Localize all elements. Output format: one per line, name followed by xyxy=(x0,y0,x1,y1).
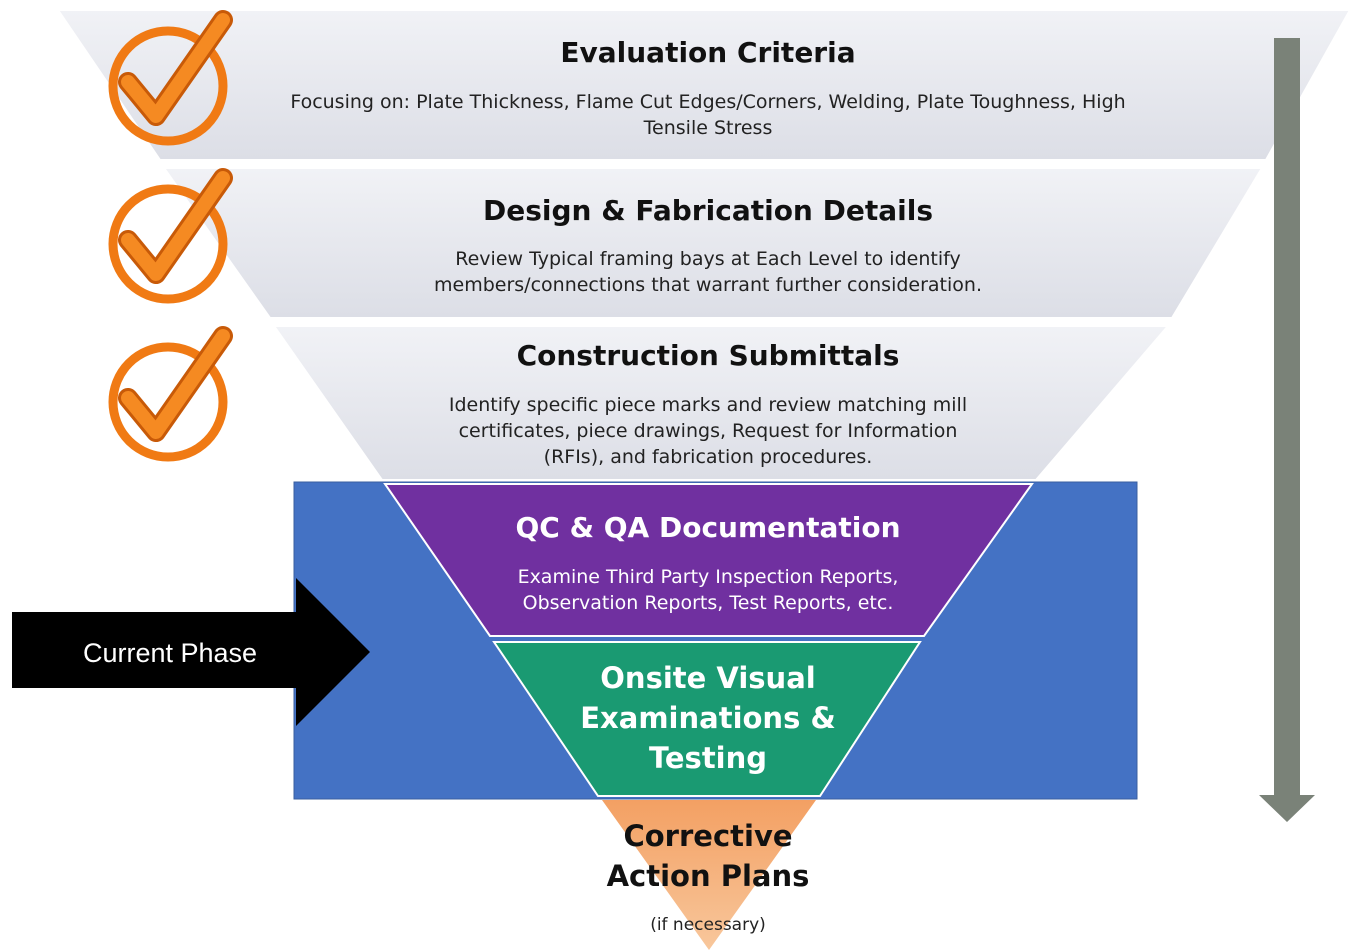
stage-title: QC & QA Documentation xyxy=(515,511,900,544)
stage-band-corrective-action xyxy=(602,800,816,950)
stage-title-line: Onsite Visual xyxy=(600,661,815,695)
stage-title-line: Testing xyxy=(649,741,767,775)
stage-title-line: Examinations & xyxy=(580,701,835,735)
stage-title: Design & Fabrication Details xyxy=(483,194,933,227)
stage-band-qc-qa-documentation xyxy=(383,483,1034,637)
stage-title: Evaluation Criteria xyxy=(560,36,855,69)
stage-band-design-fabrication xyxy=(162,167,1264,319)
stage-description-line: Observation Reports, Test Reports, etc. xyxy=(523,592,894,614)
checkmark-circle-icon xyxy=(108,326,233,462)
stage-note: (if necessary) xyxy=(650,915,766,935)
stage-description-line: Tensile Stress xyxy=(643,117,773,139)
stage-band-construction-submittals xyxy=(272,325,1171,481)
checkmark-circle-icon xyxy=(108,10,233,146)
stage-description-line: (RFIs), and fabrication procedures. xyxy=(544,446,873,468)
stage-description-line: Identify specific piece marks and review… xyxy=(449,394,967,416)
stage-description-line: Examine Third Party Inspection Reports, xyxy=(518,566,899,588)
stage-title-line: Action Plans xyxy=(607,859,810,893)
stage-description-line: Focusing on: Plate Thickness, Flame Cut … xyxy=(290,91,1125,113)
right-pointer-arrow-icon xyxy=(12,578,370,726)
stage-description-line: members/connections that warrant further… xyxy=(434,274,982,296)
stage-title: Construction Submittals xyxy=(517,339,900,372)
down-arrow-icon xyxy=(1259,38,1315,822)
stage-band-onsite-visual xyxy=(492,641,922,797)
stage-description-line: Review Typical framing bays at Each Leve… xyxy=(455,248,960,270)
stage-description-line: certificates, piece drawings, Request fo… xyxy=(459,420,958,442)
checkmark-circle-icon xyxy=(108,168,233,304)
stage-band-evaluation-criteria xyxy=(56,9,1352,161)
stage-title-line: Corrective xyxy=(623,819,792,853)
current-phase-label: Current Phase xyxy=(83,638,257,668)
